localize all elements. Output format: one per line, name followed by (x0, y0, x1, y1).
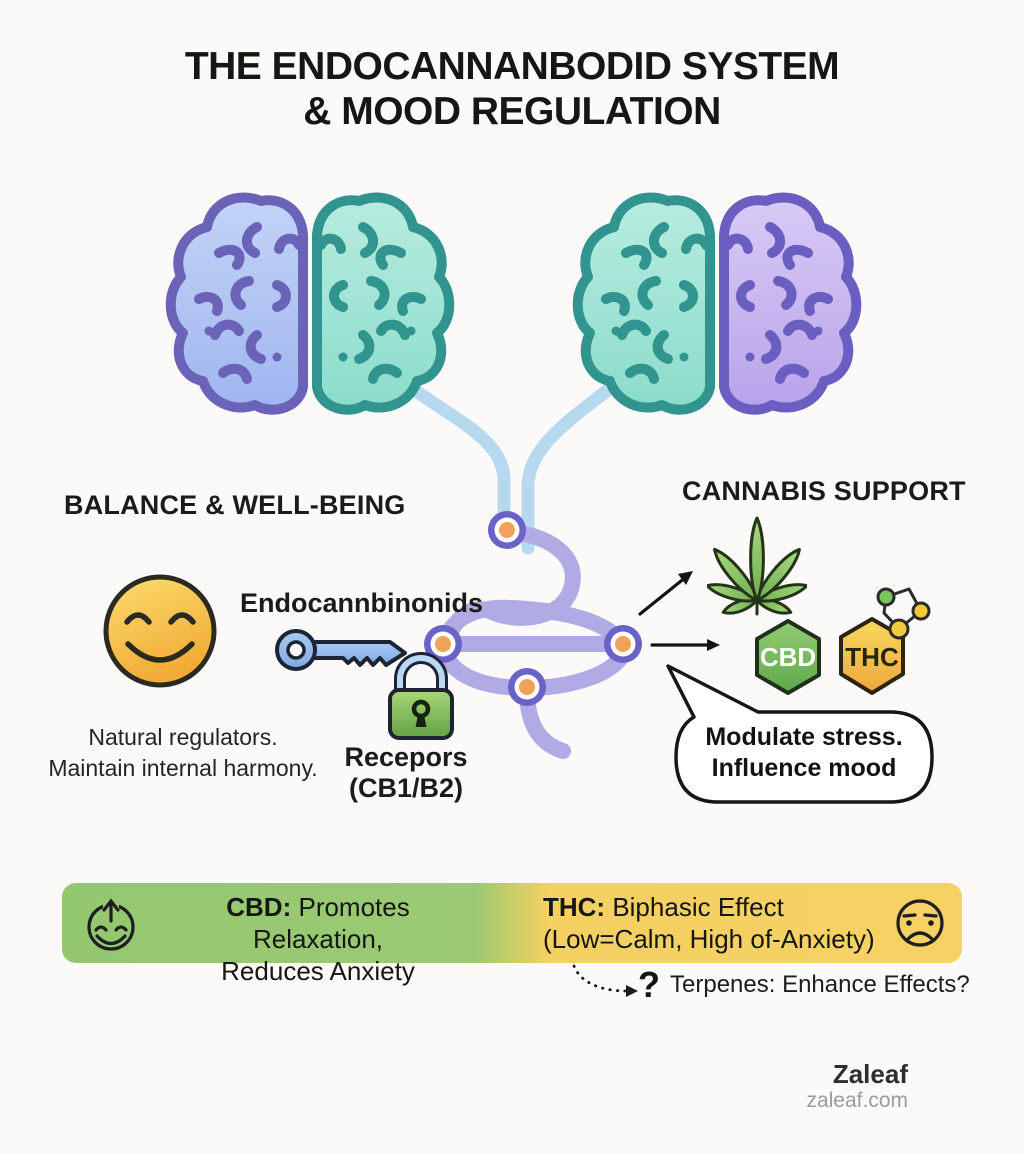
banner-thc-bold: THC: (543, 892, 606, 922)
regulators-caption-line2: Maintain internal harmony. (48, 755, 318, 781)
page-title-line1: THE ENDOCANNANBODID SYSTEM (184, 45, 840, 88)
banner-thc-text: THC: Biphasic Effect (Low=Calm, High of-… (543, 891, 943, 955)
speech-bubble-line2: Influence mood (711, 754, 897, 782)
hemisphere-right (312, 192, 455, 415)
brain-stem-lines (391, 371, 625, 555)
regulators-caption-line1: Natural regulators. (88, 724, 278, 750)
banner-cbd-line2: Reduces Anxiety (221, 956, 415, 986)
cbd-badge (755, 619, 821, 695)
banner-thc-line2: (Low=Calm, High of-Anxiety) (543, 924, 875, 954)
brand-site: zaleaf.com (806, 1089, 908, 1112)
terpenes-note: ? Terpenes: Enhance Effects? (638, 964, 970, 1006)
cbd-badge-label: CBD (759, 642, 817, 672)
synapse-nodes (424, 511, 642, 706)
smiley-face-icon (103, 574, 217, 688)
receptors-label: Recepors (CB1/B2) (331, 742, 481, 804)
arrow-to-compounds-icon (650, 639, 720, 651)
banner-thc-rest: Biphasic Effect (605, 892, 784, 922)
receptors-label-line2: (CB1/B2) (348, 773, 463, 803)
dotted-arrow-icon (572, 964, 638, 997)
worried-face-icon (896, 899, 944, 947)
arrow-to-leaf-icon (638, 571, 693, 616)
banner-cbd-rest: Promotes Relaxation, (252, 892, 410, 954)
endocannabinoids-label: Endocannbinonids (240, 588, 483, 618)
thc-badge (839, 587, 931, 695)
pathway-tubes (432, 524, 634, 759)
cannabis-heading: CANNABIS SUPPORT (682, 476, 966, 506)
receptors-label-line1: Recepors (344, 742, 468, 772)
page-title: THE ENDOCANNANBODID SYSTEM & MOOD REGULA… (0, 44, 1024, 134)
banner-cbd-text: CBD: Promotes Relaxation, Reduces Anxiet… (158, 891, 478, 987)
question-mark-icon: ? (638, 964, 660, 1005)
key-icon (275, 629, 407, 671)
effects-banner: CBD: Promotes Relaxation, Reduces Anxiet… (62, 883, 962, 986)
hemisphere-left (165, 192, 308, 415)
terpenes-text: Terpenes: Enhance Effects? (670, 971, 970, 998)
hemisphere-left (572, 192, 715, 415)
calm-face-arrow-icon (87, 898, 135, 951)
thc-badge-label: THC (845, 642, 899, 672)
hemisphere-right (719, 192, 862, 415)
banner-cbd-bold: CBD: (226, 892, 292, 922)
page-title-line2: & MOOD REGULATION (303, 90, 721, 133)
brain-right-illustration (572, 192, 862, 415)
brand-name: Zaleaf (832, 1059, 908, 1089)
padlock-icon (388, 652, 454, 740)
speech-bubble (666, 664, 934, 804)
balance-heading: BALANCE & WELL-BEING (64, 490, 406, 520)
speech-bubble-text: Modulate stress. Influence mood (690, 722, 918, 784)
regulators-caption: Natural regulators. Maintain internal ha… (33, 722, 333, 784)
molecule-icon (876, 587, 931, 640)
speech-bubble-line1: Modulate stress. (705, 723, 903, 751)
brain-left-illustration (165, 192, 455, 415)
footer-brand-block: Zaleaf zaleaf.com (740, 1060, 908, 1114)
cannabis-leaf-icon (707, 516, 807, 616)
